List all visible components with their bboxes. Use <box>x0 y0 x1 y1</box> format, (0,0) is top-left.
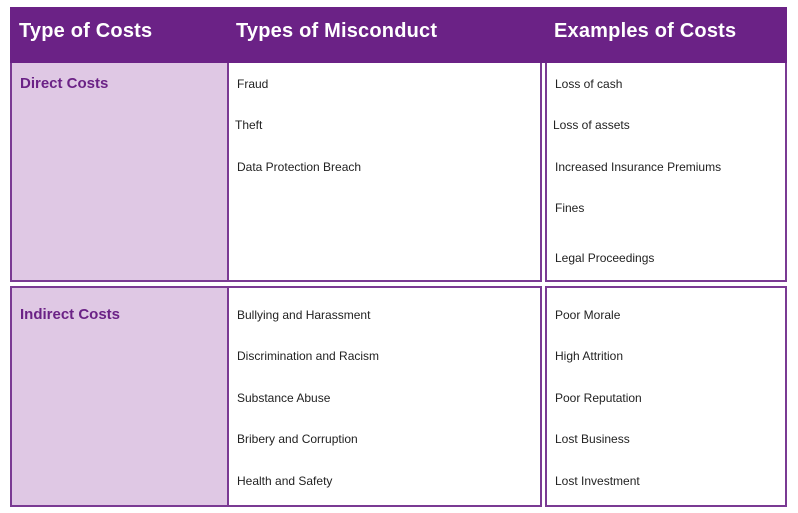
list-item: Fines <box>555 201 585 215</box>
misconduct-cell: Bullying and Harassment Discrimination a… <box>227 286 542 507</box>
list-item: Fraud <box>237 77 269 91</box>
category-cell: Direct Costs <box>10 63 229 282</box>
header-type-of-costs: Type of Costs <box>19 20 153 42</box>
category-title: Direct Costs <box>20 75 109 92</box>
category-title: Indirect Costs <box>20 306 121 323</box>
examples-cell: Poor Morale High Attrition Poor Reputati… <box>545 286 787 507</box>
list-item: Legal Proceedings <box>555 251 655 265</box>
list-item: Lost Investment <box>555 474 640 488</box>
list-item: Theft <box>235 118 263 132</box>
costs-table: Type of Costs Types of Misconduct Exampl… <box>10 7 787 507</box>
examples-cell: Loss of cash Loss of assets Increased In… <box>545 63 787 282</box>
table-header: Type of Costs Types of Misconduct Exampl… <box>10 7 787 63</box>
section-indirect-costs: Indirect Costs Bullying and Harassment D… <box>10 286 787 507</box>
misconduct-cell: Fraud Theft Data Protection Breach <box>227 63 542 282</box>
category-cell: Indirect Costs <box>10 286 229 507</box>
list-item: Substance Abuse <box>237 391 331 405</box>
list-item: Data Protection Breach <box>237 160 362 174</box>
list-item: Health and Safety <box>237 474 333 488</box>
list-item: Poor Morale <box>555 308 621 322</box>
list-item: Poor Reputation <box>555 391 642 405</box>
section-direct-costs: Direct Costs Fraud Theft Data Protection… <box>10 63 787 282</box>
list-item: Increased Insurance Premiums <box>555 160 722 174</box>
list-item: Bribery and Corruption <box>237 432 358 446</box>
list-item: Loss of cash <box>555 77 623 91</box>
list-item: Loss of assets <box>553 118 630 132</box>
list-item: Bullying and Harassment <box>237 308 371 322</box>
header-types-of-misconduct: Types of Misconduct <box>236 20 438 42</box>
list-item: Lost Business <box>555 432 630 446</box>
list-item: Discrimination and Racism <box>237 349 380 363</box>
header-examples-of-costs: Examples of Costs <box>554 20 737 42</box>
list-item: High Attrition <box>555 349 624 363</box>
